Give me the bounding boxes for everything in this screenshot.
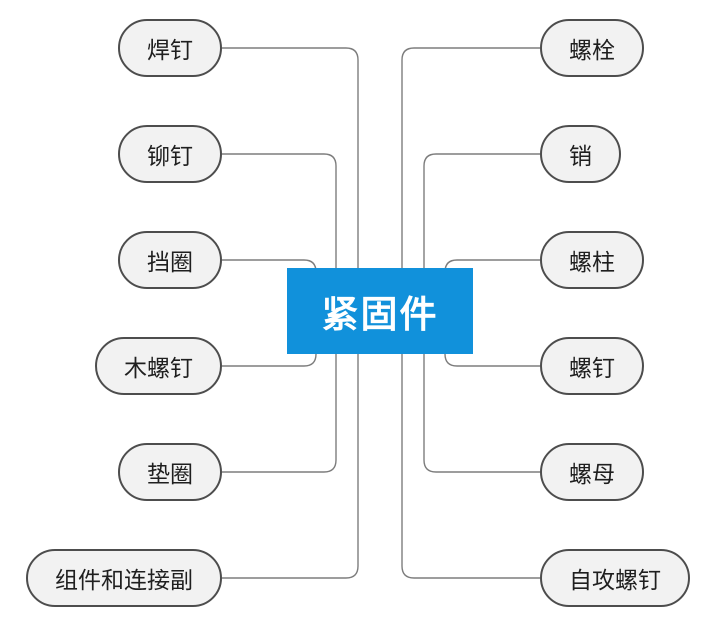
- node-stud[interactable]: 螺柱: [540, 231, 644, 289]
- center-topic-fasteners[interactable]: 紧固件: [287, 268, 473, 354]
- connector-weld-stud: [222, 47, 359, 268]
- node-rivet[interactable]: 铆钉: [118, 125, 222, 183]
- connector-pin: [423, 153, 540, 268]
- node-retaining-ring[interactable]: 挡圈: [118, 231, 222, 289]
- connector-assembly: [222, 354, 359, 579]
- connector-rivet: [222, 153, 337, 268]
- connector-self-tapping-screw: [401, 354, 540, 579]
- node-assembly-and-connection[interactable]: 组件和连接副: [26, 549, 222, 607]
- node-weld-stud[interactable]: 焊钉: [118, 19, 222, 77]
- node-self-tapping-screw[interactable]: 自攻螺钉: [540, 549, 690, 607]
- connector-nut: [423, 354, 540, 473]
- node-wood-screw[interactable]: 木螺钉: [95, 337, 222, 395]
- node-pin[interactable]: 销: [540, 125, 621, 183]
- node-bolt[interactable]: 螺栓: [540, 19, 644, 77]
- node-nut[interactable]: 螺母: [540, 443, 644, 501]
- connector-washer: [222, 354, 337, 473]
- connector-wood-screw: [222, 353, 317, 367]
- node-screw[interactable]: 螺钉: [540, 337, 644, 395]
- connector-screw: [444, 353, 540, 367]
- connector-bolt: [401, 47, 540, 268]
- node-washer[interactable]: 垫圈: [118, 443, 222, 501]
